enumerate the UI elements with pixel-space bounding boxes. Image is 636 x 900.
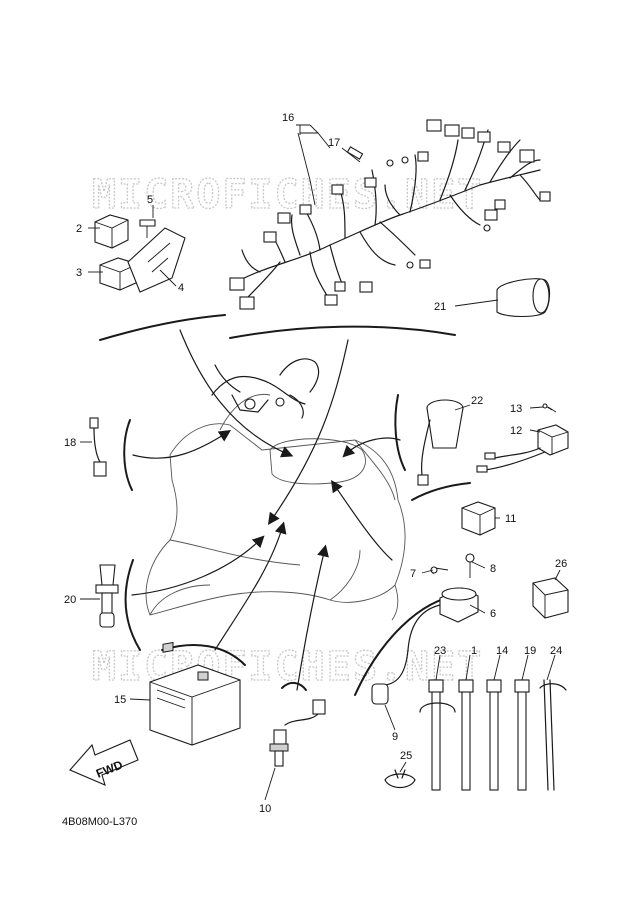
callout-13: 13 [510, 403, 522, 415]
leader-lines [80, 124, 561, 801]
callout-6: 6 [490, 608, 496, 620]
tube-21-drawing [496, 278, 551, 318]
block-26-drawing [532, 577, 569, 619]
callout-labels: 16 17 5 2 3 4 21 22 13 12 18 11 26 7 8 2… [64, 112, 567, 815]
callout-19: 19 [524, 645, 536, 657]
callout-4: 4 [178, 282, 184, 294]
callout-15: 15 [114, 694, 126, 706]
sensor-20-drawing [95, 564, 119, 628]
callout-17: 17 [328, 137, 340, 149]
callout-8: 8 [490, 563, 496, 575]
callout-5: 5 [147, 194, 153, 206]
callout-26: 26 [555, 558, 567, 570]
scooter-outline [145, 393, 406, 621]
callout-24: 24 [550, 645, 562, 657]
lead-18-drawing [89, 417, 107, 477]
callout-23: 23 [434, 645, 446, 657]
watermark-top: MICROFICHES.NET [92, 172, 483, 218]
callout-7: 7 [410, 568, 416, 580]
callout-10: 10 [259, 803, 271, 815]
callout-20: 20 [64, 594, 76, 606]
callout-25: 25 [400, 750, 412, 762]
forward-direction-indicator: FWD [69, 739, 139, 786]
wire-harness-drawing [229, 119, 551, 310]
callout-2: 2 [76, 223, 82, 235]
cable-ties-drawing [419, 679, 567, 791]
battery-15-drawing [149, 641, 241, 746]
diagram-reference-code: 4B08M00-L370 [62, 816, 137, 828]
relay-assembly-drawing [94, 214, 186, 293]
callout-11: 11 [505, 513, 516, 525]
sensor-10-drawing [269, 699, 326, 767]
location-arrows [131, 329, 401, 691]
part-22-drawing [417, 399, 464, 486]
callout-9: 9 [392, 731, 398, 743]
part-12-drawing [476, 403, 569, 473]
callout-12: 12 [510, 425, 522, 437]
callout-22: 22 [471, 395, 483, 407]
callout-1: 1 [471, 645, 477, 657]
coil-6-drawing [371, 553, 479, 705]
handlebar-drawing [211, 358, 320, 419]
clamp-25-drawing [384, 769, 416, 789]
callout-18: 18 [64, 437, 76, 449]
callout-14: 14 [496, 645, 508, 657]
callout-3: 3 [76, 267, 82, 279]
callout-16: 16 [282, 112, 294, 124]
relay-11-drawing [461, 501, 496, 536]
callout-21: 21 [434, 301, 446, 313]
divider-curves [99, 314, 471, 696]
